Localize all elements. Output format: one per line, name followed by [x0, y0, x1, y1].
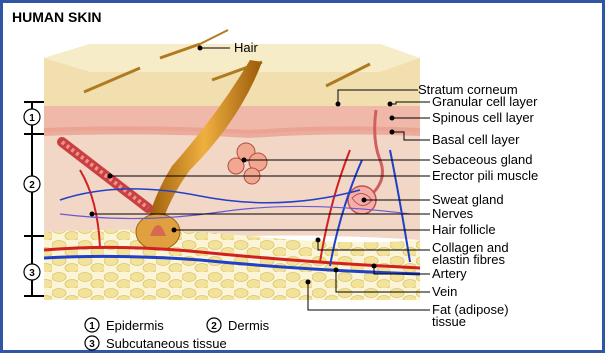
- legend-marker-1-text: 1: [89, 321, 95, 332]
- dermis-layer: [44, 120, 420, 240]
- label-sebaceous-gland: Sebaceous gland: [432, 152, 532, 167]
- layer-marker-1-text: 1: [29, 113, 35, 124]
- legend-marker-2-text: 2: [211, 321, 217, 332]
- layer-marker-3-text: 3: [29, 268, 35, 279]
- label-artery: Artery: [432, 266, 467, 281]
- legend-epidermis: Epidermis: [106, 318, 164, 333]
- label-sweat-gland: Sweat gland: [432, 192, 504, 207]
- legend: 1 Epidermis 2 Dermis 3 Subcutaneous tiss…: [85, 318, 270, 351]
- legend-subcutaneous: Subcutaneous tissue: [106, 336, 227, 351]
- label-granular-cell-layer: Granular cell layer: [432, 94, 538, 109]
- legend-marker-3-text: 3: [89, 339, 95, 350]
- label-hair: Hair: [234, 40, 259, 55]
- label-vein: Vein: [432, 284, 457, 299]
- label-spinous-cell-layer: Spinous cell layer: [432, 110, 535, 125]
- layer-marker-2-text: 2: [29, 180, 35, 191]
- label-nerves: Nerves: [432, 206, 474, 221]
- label-fat-line2: tissue: [432, 314, 466, 329]
- diagram-title: HUMAN SKIN: [12, 9, 101, 25]
- label-collagen-line2: elastin fibres: [432, 252, 505, 267]
- label-hair-follicle: Hair follicle: [432, 222, 496, 237]
- label-basal-cell-layer: Basal cell layer: [432, 132, 520, 147]
- legend-dermis: Dermis: [228, 318, 270, 333]
- label-erector-pili-muscle: Erector pili muscle: [432, 168, 538, 183]
